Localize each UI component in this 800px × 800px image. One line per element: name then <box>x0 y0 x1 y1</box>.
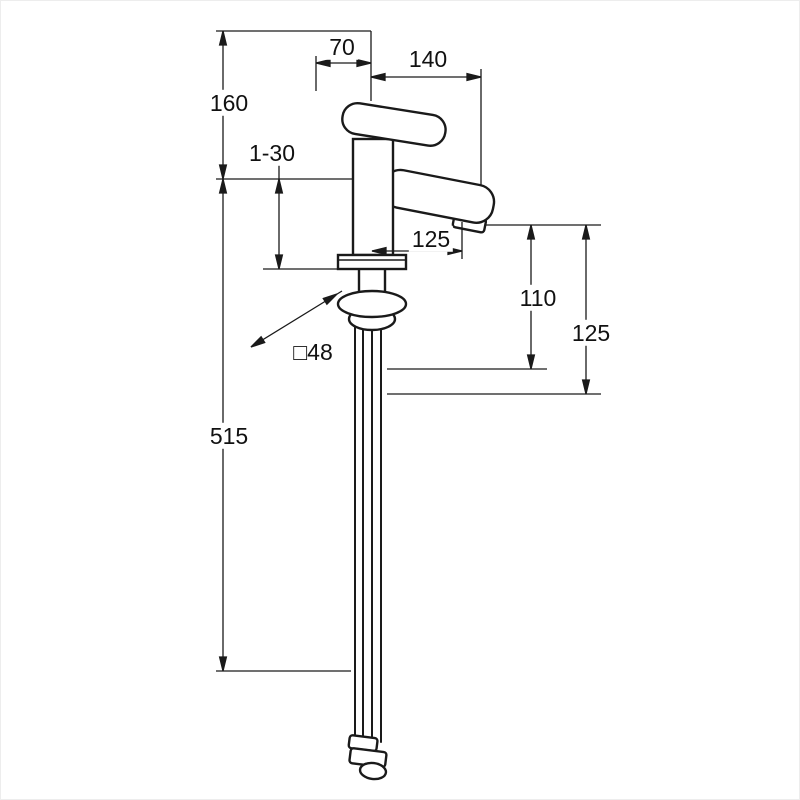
faucet-outline <box>336 101 496 781</box>
dimension-label-70: 70 <box>326 33 358 61</box>
dimension-label-1-30: 1-30 <box>245 139 299 167</box>
dimension-label-square-48: □48 <box>290 338 336 366</box>
dimension-label-515: 515 <box>206 422 252 450</box>
dimension-160-515 <box>216 30 371 672</box>
faucet-handle <box>341 101 447 147</box>
dimension-70 <box>315 56 372 91</box>
hose-connector <box>347 734 388 781</box>
supply-hoses <box>354 308 382 743</box>
dimension-label-125-vertical: 125 <box>568 319 614 347</box>
mounting-washer <box>336 289 408 319</box>
dimension-base-square-48 <box>250 290 343 348</box>
dimension-label-140: 140 <box>405 45 451 73</box>
faucet-base <box>336 253 408 271</box>
dimension-lines <box>216 30 601 672</box>
faucet-spout <box>381 168 496 224</box>
dimension-140 <box>370 31 482 185</box>
dimension-label-160: 160 <box>206 89 252 117</box>
dimension-1-30 <box>263 165 341 270</box>
faucet-body <box>351 137 395 257</box>
dimension-label-125-horizontal: 125 <box>408 225 454 253</box>
dimension-label-110: 110 <box>516 284 560 312</box>
dimension-125-vertical <box>387 224 601 395</box>
